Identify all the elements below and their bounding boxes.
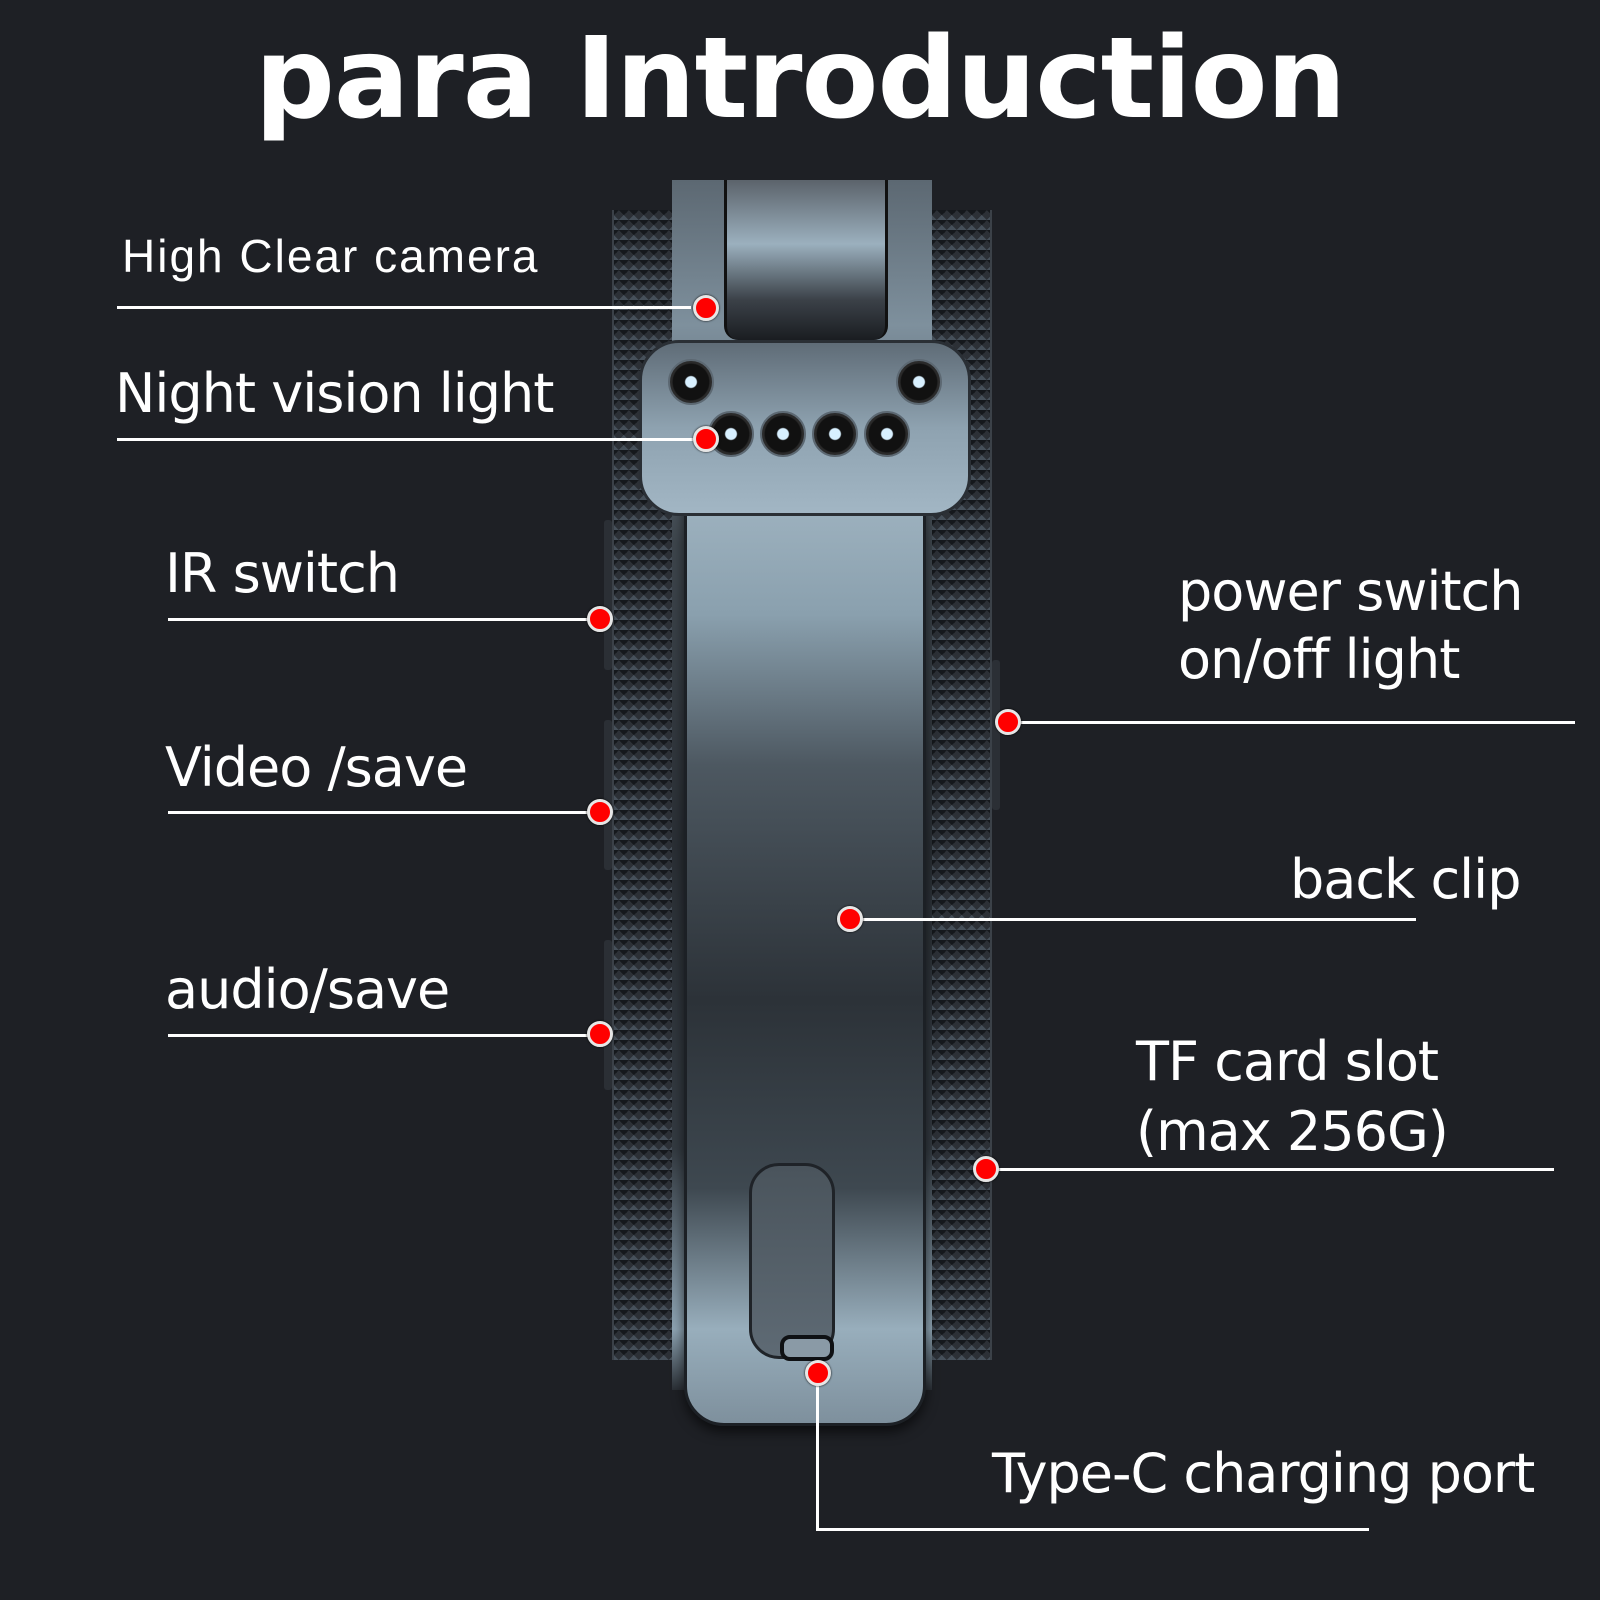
leader-line (168, 1034, 598, 1037)
marker-dot-icon (587, 1021, 613, 1047)
camera-device (604, 180, 1000, 1426)
night-vision-plate (639, 340, 971, 516)
audio-side-button (604, 940, 612, 1090)
leader-line (117, 438, 697, 441)
callout-label-power-switch: power switch (1178, 560, 1523, 623)
leader-line (117, 306, 691, 309)
usb-c-port-icon (780, 1335, 834, 1361)
callout-label-ir-switch: IR switch (165, 542, 400, 605)
ir-led-icon (760, 411, 806, 457)
leader-line-vertical (816, 1373, 819, 1531)
callout-label-back-clip: back clip (1290, 848, 1521, 911)
back-clip-plate (684, 480, 926, 1426)
callout-label-night-vision-light: Night vision light (115, 362, 554, 425)
ir-side-button (604, 520, 612, 670)
leader-line (986, 1168, 1554, 1171)
callout-label-tf-card-slot: TF card slot (1136, 1030, 1439, 1093)
callout-label-tf-capacity: (max 256G) (1136, 1100, 1449, 1163)
ir-led-icon (896, 359, 942, 405)
leader-line (1008, 721, 1575, 724)
clip-slot (749, 1163, 835, 1359)
callout-label-type-c-port: Type-C charging port (992, 1442, 1535, 1505)
marker-dot-icon (973, 1156, 999, 1182)
marker-dot-icon (805, 1360, 831, 1386)
ir-led-icon (864, 411, 910, 457)
marker-dot-icon (587, 799, 613, 825)
leader-line (168, 618, 598, 621)
page-title: para Introduction (254, 14, 1347, 144)
ir-led-icon (812, 411, 858, 457)
marker-dot-icon (693, 295, 719, 321)
leader-line (850, 918, 1416, 921)
marker-dot-icon (587, 606, 613, 632)
marker-dot-icon (693, 426, 719, 452)
callout-label-video-save: Video /save (165, 736, 468, 799)
video-side-button (604, 720, 612, 870)
callout-label-power-light: on/off light (1178, 628, 1460, 691)
camera-lens-hinge (724, 180, 888, 340)
leader-line (168, 811, 598, 814)
ir-led-icon (668, 359, 714, 405)
marker-dot-icon (995, 709, 1021, 735)
leader-line (816, 1528, 1369, 1531)
power-side-button (992, 660, 1000, 810)
marker-dot-icon (837, 906, 863, 932)
callout-label-audio-save: audio/save (165, 958, 450, 1021)
callout-label-high-clear-camera: High Clear camera (122, 230, 540, 282)
